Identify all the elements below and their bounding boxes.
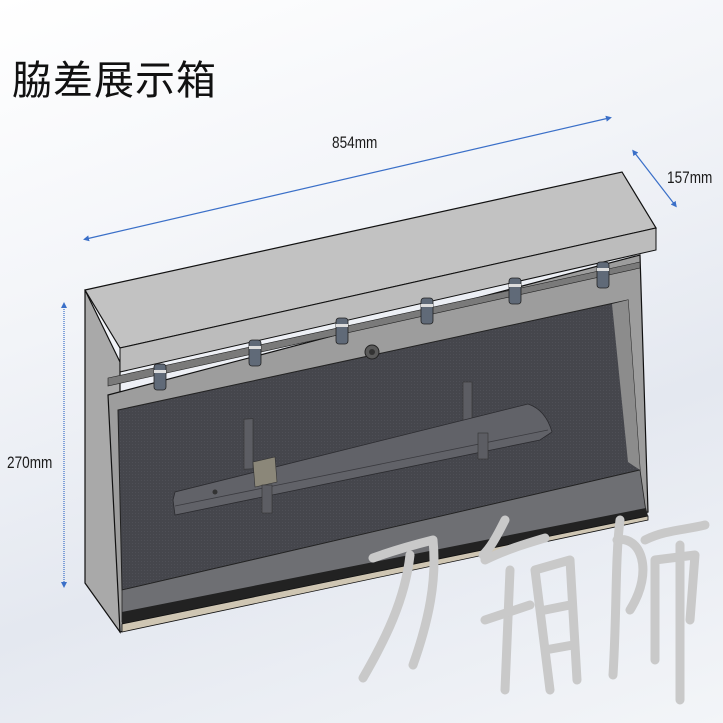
depth-dimension-line (632, 149, 677, 208)
page-title: 脇差展示箱 (12, 58, 217, 104)
depth-dimension-label: 157mm (667, 168, 713, 187)
width-dimension-line (83, 115, 612, 242)
wakizashi-sword (172, 381, 553, 516)
hinge-fittings (153, 261, 610, 391)
fitting-icon (153, 363, 167, 391)
fitting-icon (508, 277, 522, 305)
fitting-icon (248, 339, 262, 367)
height-dimension-label: 270mm (7, 453, 53, 472)
watermark-calligraphy (358, 515, 710, 705)
fitting-icon (596, 261, 610, 289)
fitting-icon (335, 317, 349, 345)
fitting-icon (420, 297, 434, 325)
